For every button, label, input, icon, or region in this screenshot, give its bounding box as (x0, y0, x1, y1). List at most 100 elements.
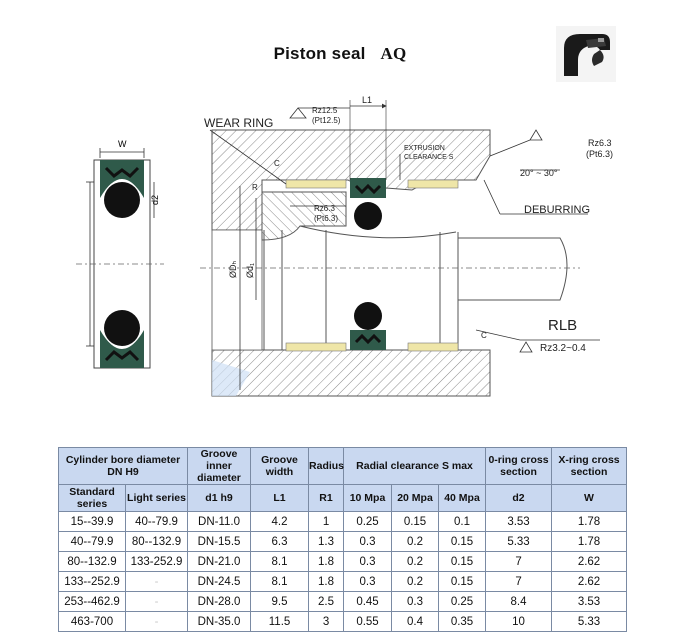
header-clearance: Radial clearance S max (343, 447, 487, 485)
cell-standard: 253--462.9 (58, 591, 126, 612)
seal-cross-section (76, 148, 164, 369)
cell-10mpa: 0.25 (343, 511, 393, 532)
cell-40mpa: 0.15 (438, 571, 487, 592)
cell-light: - (124, 571, 189, 592)
header-d1: d1 h9 (187, 484, 252, 512)
label-deburring: DEBURRING (524, 204, 590, 216)
cell-10mpa: 0.3 (343, 531, 393, 552)
cell-light: 133-252.9 (124, 551, 189, 572)
cell-40mpa: 0.25 (438, 591, 487, 612)
label-extrusion: EXTRUSION (404, 145, 445, 152)
cell-20mpa: 0.2 (391, 571, 440, 592)
cell-d1: DN-24.5 (187, 571, 252, 592)
table-row: 40--79.9 80--132.9 DN-15.5 6.3 1.3 0.3 0… (58, 531, 628, 552)
cell-r1: 2.5 (308, 591, 345, 612)
header-40mpa: 40 Mpa (438, 484, 487, 512)
cell-w: 3.53 (551, 591, 628, 612)
table-row: 253--462.9 - DN-28.0 9.5 2.5 0.45 0.3 0.… (58, 591, 628, 612)
cell-standard: 133--252.9 (58, 571, 126, 592)
cell-w: 1.78 (551, 531, 628, 552)
cell-d1: DN-11.0 (187, 511, 252, 532)
label-clearance: CLEARANCE S (404, 154, 454, 161)
cell-40mpa: 0.1 (438, 511, 487, 532)
title-text: Piston seal (273, 44, 366, 63)
cell-standard: 15--39.9 (58, 511, 126, 532)
table-body: 15--39.9 40--79.9 DN-11.0 4.2 1 0.25 0.1… (58, 511, 628, 632)
cell-10mpa: 0.3 (343, 551, 393, 572)
header-groove-width: Groove width (250, 447, 310, 485)
housing-section (211, 129, 568, 397)
table-row: 15--39.9 40--79.9 DN-11.0 4.2 1 0.25 0.1… (58, 511, 628, 532)
title-model: AQ (380, 44, 407, 63)
label-dh: ØDₕ (228, 261, 238, 279)
cell-10mpa: 0.45 (343, 591, 393, 612)
header-20mpa: 20 Mpa (391, 484, 440, 512)
cell-light: 40--79.9 (124, 511, 189, 532)
cell-l1: 8.1 (250, 551, 310, 572)
cell-20mpa: 0.2 (391, 531, 440, 552)
cell-w: 2.62 (551, 571, 628, 592)
label-angle: 20° ~ 30° (520, 168, 558, 178)
header-d2: d2 (485, 484, 553, 512)
label-rz125: Rz12.5 (312, 106, 338, 115)
cell-40mpa: 0.15 (438, 531, 487, 552)
cell-light: 80--132.9 (124, 531, 189, 552)
cell-d1: DN-21.0 (187, 551, 252, 572)
cell-d2: 3.53 (485, 511, 553, 532)
cell-r1: 1.8 (308, 551, 345, 572)
table-subheader-row: Standard series Light series d1 h9 L1 R1… (58, 484, 628, 512)
header-oring: 0-ring cross section (485, 447, 553, 485)
cell-d1: DN-15.5 (187, 531, 252, 552)
label-rz63-inner: Rz6.3 (314, 204, 335, 213)
cell-20mpa: 0.2 (391, 551, 440, 572)
header-groove-inner: Groove inner diameter (187, 447, 252, 485)
cell-l1: 4.2 (250, 511, 310, 532)
label-c-top: C (274, 159, 280, 168)
label-wear-ring: WEAR RING (204, 116, 273, 130)
label-pt63: (Pt6.3) (586, 149, 613, 159)
cell-d2: 7 (485, 551, 553, 572)
technical-drawing: W d2 (76, 95, 613, 397)
label-rlb: RLB (548, 317, 577, 334)
cell-d1: DN-28.0 (187, 591, 252, 612)
cell-10mpa: 0.3 (343, 571, 393, 592)
label-d1: Ød₁ (245, 263, 255, 278)
label-rz32: Rz3.2~0.4 (540, 343, 586, 354)
cell-w: 2.62 (551, 551, 628, 572)
cell-r1: 1 (308, 511, 345, 532)
table-row: 80--132.9 133-252.9 DN-21.0 8.1 1.8 0.3 … (58, 551, 628, 572)
spec-table: Cylinder bore diameter DN H9 Groove inne… (57, 447, 628, 632)
page-title: Piston seal AQ (0, 44, 680, 64)
label-d2: d2 (150, 195, 160, 205)
label-rz63: Rz6.3 (588, 138, 612, 148)
header-w: W (551, 484, 628, 512)
cell-20mpa: 0.15 (391, 511, 440, 532)
header-r1: R1 (308, 484, 345, 512)
cell-l1: 9.5 (250, 591, 310, 612)
label-pt63-inner: (Pt6.3) (314, 214, 338, 223)
cell-l1: 8.1 (250, 571, 310, 592)
cell-l1: 6.3 (250, 531, 310, 552)
label-r: R (252, 183, 258, 192)
label-l1: L1 (362, 95, 372, 105)
header-standard: Standard series (58, 484, 126, 512)
seal-product-image (556, 26, 616, 82)
cell-r1: 1.3 (308, 531, 345, 552)
label-w: W (118, 139, 127, 149)
cell-d2: 7 (485, 571, 553, 592)
header-xring: X-ring cross section (551, 447, 628, 485)
cell-standard: 80--132.9 (58, 551, 126, 572)
cell-light: - (124, 591, 189, 612)
header-cylinder: Cylinder bore diameter DN H9 (57, 447, 189, 485)
header-light: Light series (124, 484, 189, 512)
cell-r1: 1.8 (308, 571, 345, 592)
cell-standard: 40--79.9 (58, 531, 126, 552)
label-pt125: (Pt12.5) (312, 116, 341, 125)
label-c-bottom: C (481, 331, 487, 340)
cell-40mpa: 0.15 (438, 551, 487, 572)
cell-d2: 8.4 (485, 591, 553, 612)
cell-d2: 5.33 (485, 531, 553, 552)
header-l1: L1 (250, 484, 310, 512)
table-header-row: Cylinder bore diameter DN H9 Groove inne… (57, 447, 628, 485)
cell-w: 1.78 (551, 511, 628, 532)
